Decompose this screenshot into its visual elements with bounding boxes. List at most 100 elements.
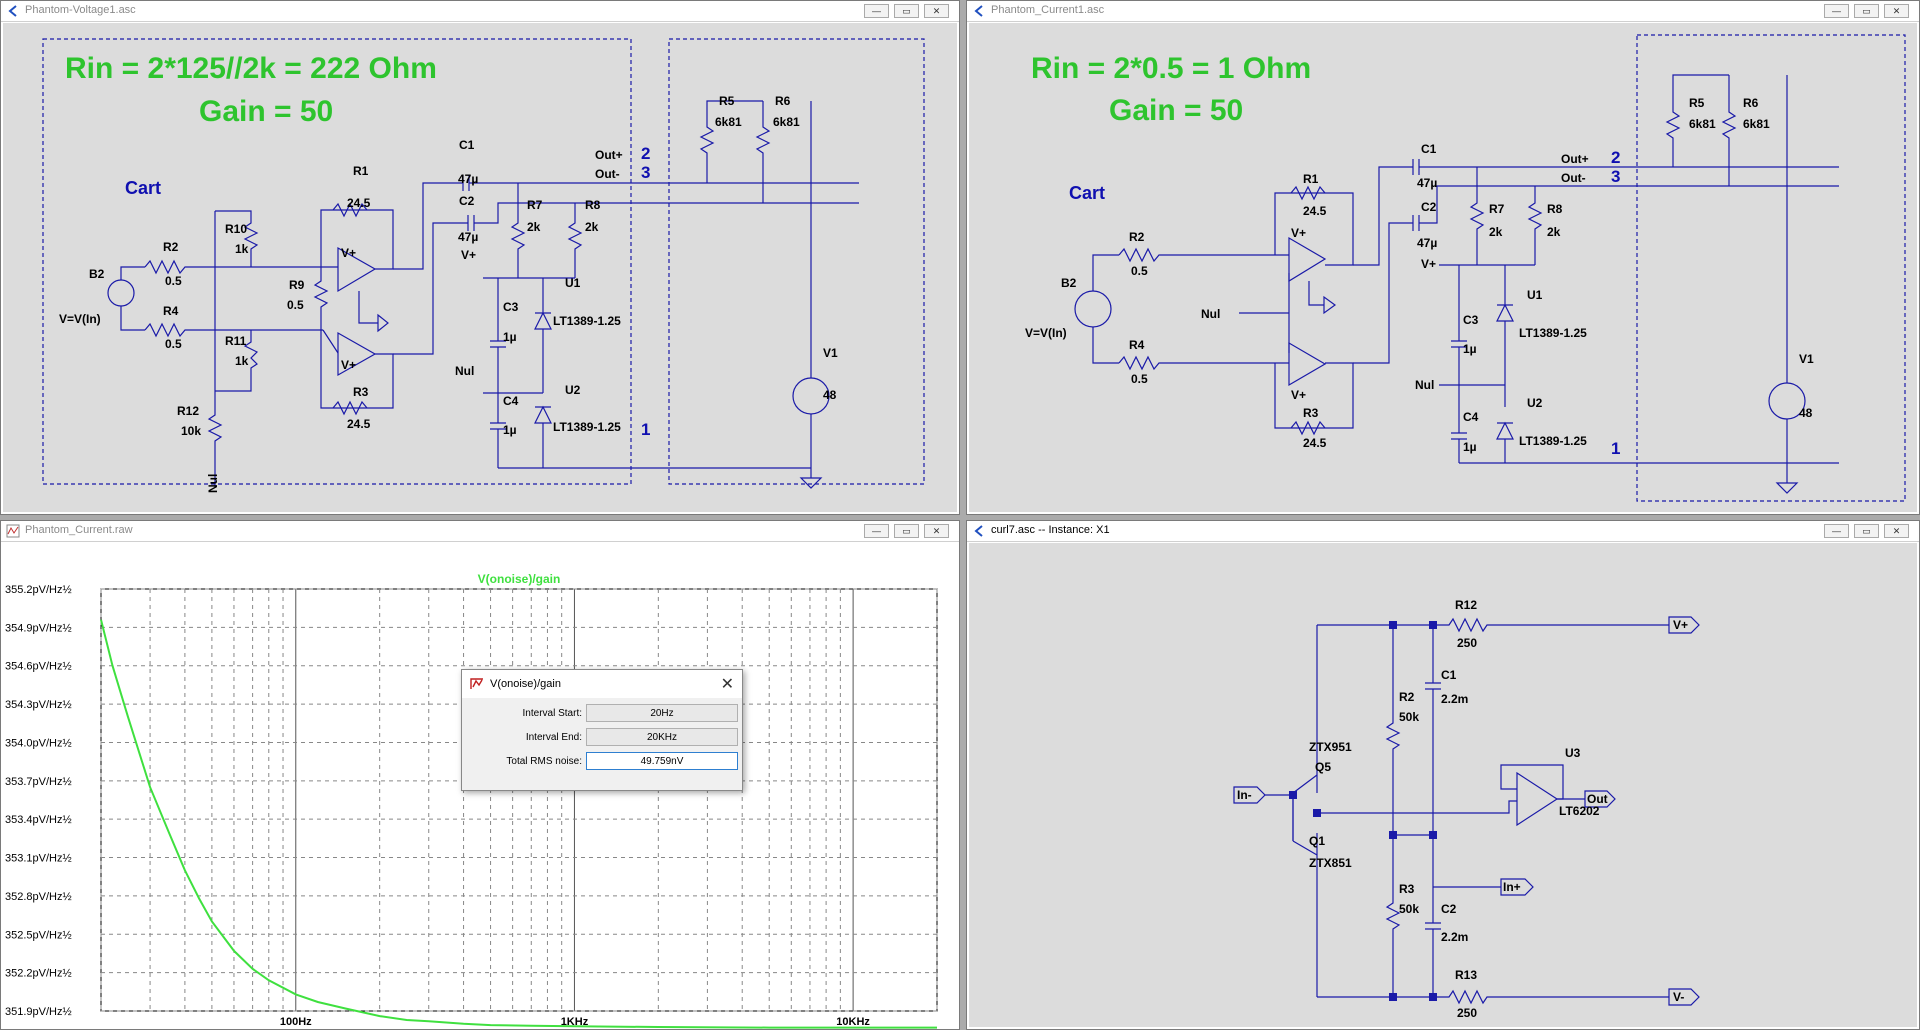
- voltage-schematic-canvas[interactable]: Rin = 2*125//2k = 222 Ohm Gain = 50 Cart…: [3, 23, 957, 512]
- b2-source-symbol: [1074, 290, 1112, 328]
- close-button[interactable]: ✕: [924, 524, 949, 538]
- x-tick-label: 1KHz: [561, 1016, 589, 1028]
- r4-name-label: R4: [163, 304, 179, 318]
- interval-end-label: Interval End:: [525, 732, 582, 743]
- r7-name-label: R7: [527, 198, 543, 212]
- c4-value-label: 1µ: [503, 423, 517, 437]
- y-tick-label: 353.4pV/Hz½: [5, 814, 72, 826]
- instance-schematic-drawing[interactable]: R12 250 R13 250 R2 50k R3 50k C1 2.2m C2…: [969, 543, 1917, 1029]
- lower-out-wire: [393, 222, 468, 355]
- dialog-title: V(onoise)/gain: [490, 678, 561, 690]
- restore-button[interactable]: ▭: [894, 4, 919, 18]
- instance-schematic-window[interactable]: curl7.asc -- Instance: X1 — ▭ ✕: [966, 520, 1920, 1030]
- y-tick-labels: 355.2pV/Hz½354.9pV/Hz½354.6pV/Hz½354.3pV…: [5, 584, 72, 1018]
- minimize-button[interactable]: —: [864, 524, 889, 538]
- opamp-upper-vplus-label: V+: [341, 246, 356, 260]
- r2-resistor: [144, 259, 323, 275]
- v1-value-label: 48: [823, 388, 837, 402]
- restore-button[interactable]: ▭: [1854, 4, 1879, 18]
- pin-3-label: 3: [641, 163, 650, 182]
- r8-value-label: 2k: [1547, 225, 1561, 239]
- c3-name-label: C3: [503, 300, 519, 314]
- rms-noise-field[interactable]: 49.759nV: [586, 752, 738, 770]
- interval-end-field[interactable]: 20KHz: [586, 728, 738, 746]
- y-tick-label: 354.0pV/Hz½: [5, 737, 72, 749]
- voltage-schematic-window[interactable]: Phantom-Voltage1.asc — ▭ ✕: [0, 0, 960, 515]
- c4-value-label: 1µ: [1463, 440, 1477, 454]
- r12-resistor: [207, 403, 223, 473]
- plot-frame: [100, 588, 938, 1012]
- r12-value-label: 10k: [181, 424, 201, 438]
- window-title: Phantom-Voltage1.asc: [25, 4, 136, 16]
- current-schematic-canvas[interactable]: Rin = 2*0.5 = 1 Ohm Gain = 50 Cart B2 V=…: [969, 23, 1917, 512]
- plot-window-titlebar[interactable]: Phantom_Current.raw — ▭ ✕: [1, 521, 959, 542]
- u3-value-label: LT6202: [1559, 804, 1600, 818]
- q5-value-label: ZTX951: [1309, 740, 1352, 754]
- nul-port-label: Nul: [206, 474, 220, 493]
- r4-value-label: 0.5: [165, 337, 182, 351]
- r5-resistor: [1665, 74, 1729, 167]
- in-minus-port-label: In-: [1237, 788, 1252, 802]
- current-window-titlebar[interactable]: Phantom_Current1.asc — ▭ ✕: [967, 1, 1919, 22]
- voltage-window-titlebar[interactable]: Phantom-Voltage1.asc — ▭ ✕: [1, 1, 959, 22]
- r10-name-label: R10: [225, 222, 247, 236]
- voltage-schematic-drawing[interactable]: Rin = 2*125//2k = 222 Ohm Gain = 50 Cart…: [3, 23, 957, 514]
- u1-value-label: LT1389-1.25: [553, 314, 621, 328]
- r5-name-label: R5: [1689, 96, 1705, 110]
- current-schematic-drawing[interactable]: Rin = 2*0.5 = 1 Ohm Gain = 50 Cart B2 V=…: [969, 23, 1917, 514]
- r5-name-label: R5: [719, 94, 735, 108]
- minimize-button[interactable]: —: [864, 4, 889, 18]
- noise-chart[interactable]: 355.2pV/Hz½354.9pV/Hz½354.6pV/Hz½354.3pV…: [3, 543, 957, 1029]
- u2-name-label: U2: [1527, 396, 1543, 410]
- close-icon[interactable]: ✕: [720, 676, 734, 693]
- c1-name-label: C1: [1441, 668, 1457, 682]
- noise-trace-line[interactable]: [100, 619, 937, 1029]
- close-button[interactable]: ✕: [1884, 4, 1909, 18]
- rms-noise-dialog[interactable]: V(onoise)/gain ✕ Interval Start: 20Hz In…: [461, 669, 743, 791]
- r13-name-label: R13: [1455, 968, 1477, 982]
- supply-boundary-box: [1636, 34, 1906, 502]
- interval-start-field[interactable]: 20Hz: [586, 704, 738, 722]
- dialog-titlebar[interactable]: V(onoise)/gain ✕: [462, 670, 742, 698]
- r1-resistor: [332, 202, 368, 218]
- current-schematic-window[interactable]: Phantom_Current1.asc — ▭ ✕: [966, 0, 1920, 515]
- c2-capacitor: [467, 215, 475, 231]
- c1-value-label: 2.2m: [1441, 692, 1468, 706]
- instance-window-titlebar[interactable]: curl7.asc -- Instance: X1 — ▭ ✕: [967, 521, 1919, 542]
- r2-value-label: 0.5: [1131, 264, 1148, 278]
- close-button[interactable]: ✕: [1884, 524, 1909, 538]
- minimize-button[interactable]: —: [1824, 524, 1849, 538]
- r3-name-label: R3: [1399, 882, 1415, 896]
- c4-name-label: C4: [503, 394, 519, 408]
- r6-value-label: 6k81: [1743, 117, 1770, 131]
- r11-name-label: R11: [225, 334, 247, 348]
- r1-resistor: [1290, 185, 1326, 201]
- supply-boundary-box: [668, 38, 925, 485]
- ground-symbol: [799, 477, 823, 489]
- window-title: Phantom_Current1.asc: [991, 4, 1105, 16]
- r2-resistor: [1118, 247, 1271, 263]
- u2-name-label: U2: [565, 383, 581, 397]
- instance-schematic-canvas[interactable]: R12 250 R13 250 R2 50k R3 50k C1 2.2m C2…: [969, 543, 1917, 1027]
- minimize-button[interactable]: —: [1824, 4, 1849, 18]
- r13-value-label: 250: [1457, 1006, 1477, 1020]
- c2-value-label: 47µ: [1417, 236, 1437, 250]
- u1-value-label: LT1389-1.25: [1519, 326, 1587, 340]
- r8-resistor: [567, 203, 583, 278]
- trace-label[interactable]: V(onoise)/gain: [478, 572, 561, 586]
- opamp-upper-symbol: [1288, 236, 1327, 283]
- v1-name-label: V1: [823, 346, 838, 360]
- in-plus-port-label: In+: [1503, 880, 1521, 894]
- r9-value-label: 0.5: [287, 298, 304, 312]
- close-button[interactable]: ✕: [924, 4, 949, 18]
- restore-button[interactable]: ▭: [1854, 524, 1879, 538]
- u1-name-label: U1: [565, 276, 581, 290]
- u1-u2-zener-diodes: [1496, 265, 1514, 463]
- r12-name-label: R12: [177, 404, 199, 418]
- restore-button[interactable]: ▭: [894, 524, 919, 538]
- c2-name-label: C2: [459, 194, 475, 208]
- schematic-icon: [974, 5, 983, 17]
- interval-end-row: Interval End: 20KHz: [462, 728, 742, 750]
